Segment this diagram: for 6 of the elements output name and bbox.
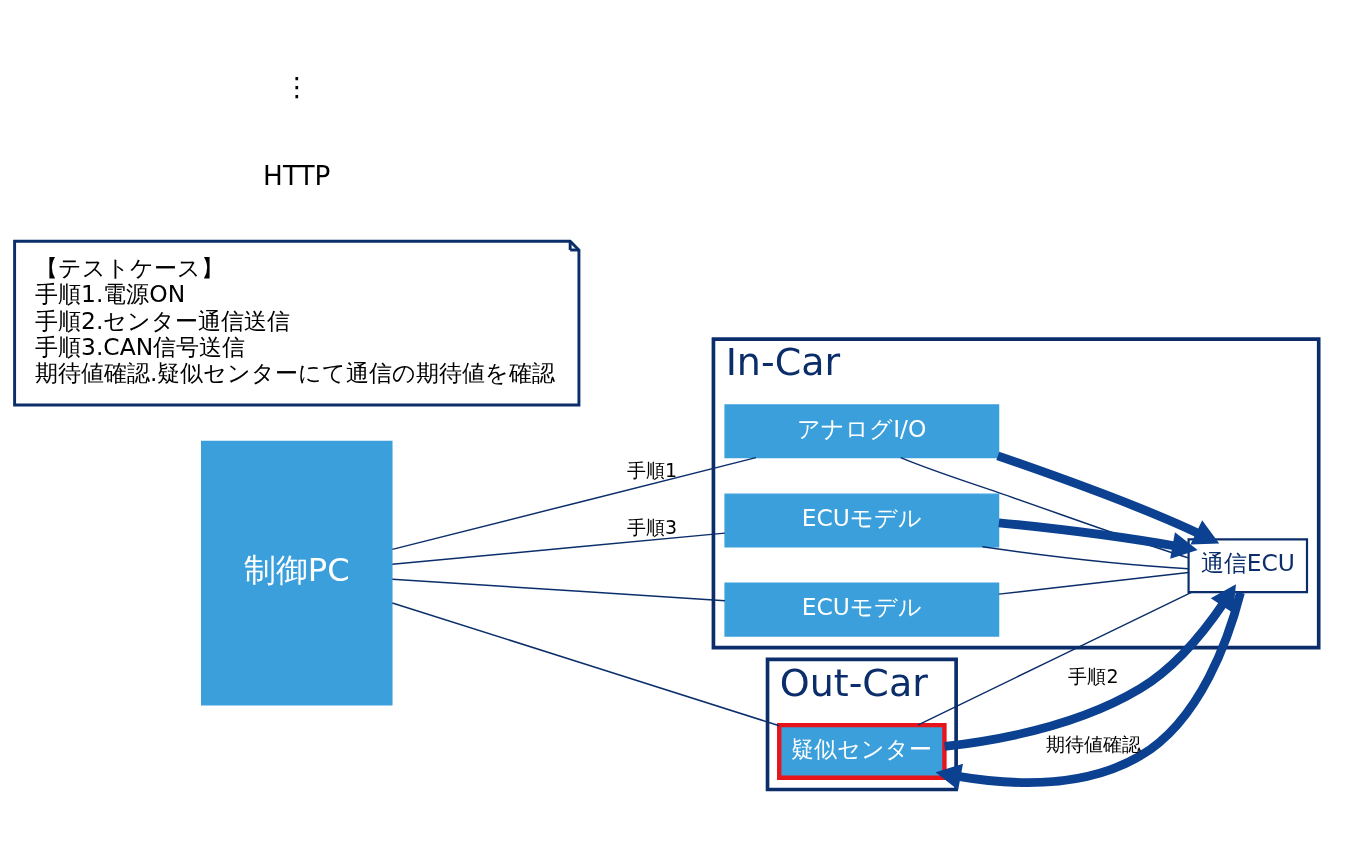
edge-label: 手順2 — [1068, 665, 1119, 688]
edge-label: 手順3 — [626, 516, 678, 539]
label: ⋮ — [283, 71, 310, 102]
label: HTTP — [263, 160, 331, 191]
edge-label: 期待値確認 — [1046, 732, 1142, 755]
edge-label: 手順1 — [626, 459, 678, 482]
